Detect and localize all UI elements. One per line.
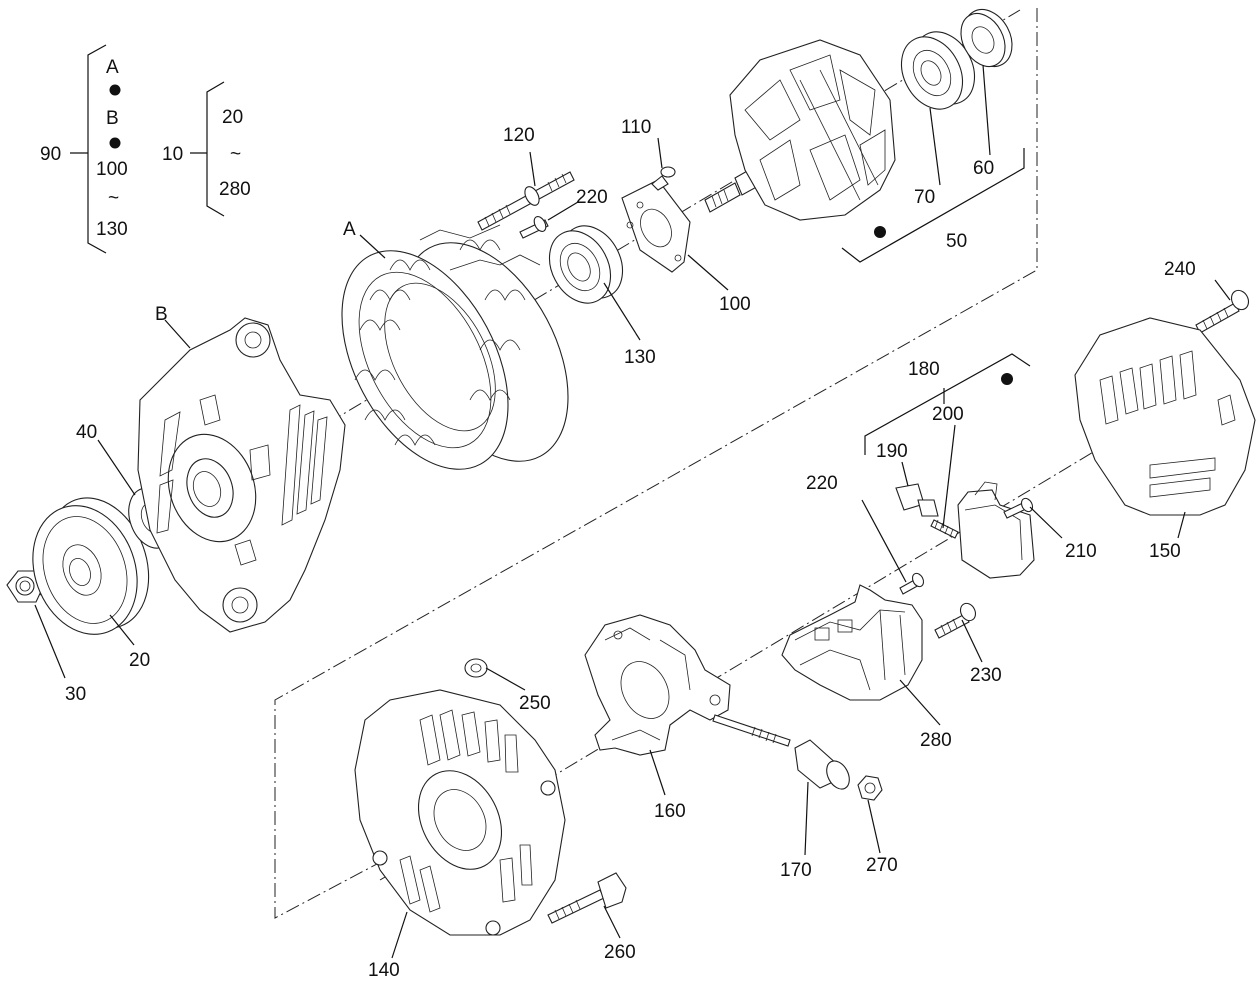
group-50-bracket: [841, 148, 1025, 263]
label-280: 280: [920, 730, 952, 751]
part-160-rectifier: [584, 614, 731, 756]
label-130: 130: [624, 347, 656, 368]
label-30: 30: [65, 684, 86, 705]
part-270-nut: [857, 775, 883, 801]
legend-item-a: A: [106, 57, 119, 78]
legend-code-10: 10: [162, 144, 183, 165]
part-150-rear-cover: [1074, 317, 1256, 516]
label-b: B: [155, 304, 168, 325]
legend-group-90: 90 A B 100 ~ 130: [40, 44, 128, 254]
label-190: 190: [876, 441, 908, 462]
label-210: 210: [1065, 541, 1097, 562]
part-220-screw-lower: [899, 572, 925, 595]
label-230: 230: [970, 665, 1002, 686]
label-100: 100: [719, 294, 751, 315]
part-70-bearing: [900, 31, 976, 110]
label-50: 50: [946, 231, 967, 252]
part-130-bearing: [548, 225, 624, 304]
part-170-terminal: [712, 714, 850, 790]
part-220-screw-upper: [519, 216, 549, 239]
assembly-outline: [274, 8, 1038, 919]
label-240: 240: [1164, 259, 1196, 280]
label-260: 260: [604, 942, 636, 963]
leader-lines: [34, 64, 1231, 959]
label-200: 200: [932, 404, 964, 425]
label-170: 170: [780, 860, 812, 881]
label-20: 20: [129, 650, 150, 671]
label-a: A: [343, 219, 356, 240]
part-b-drive-end-frame: [137, 317, 346, 633]
legend-from-20: 20: [222, 107, 243, 128]
legend-range-sign: ~: [108, 188, 119, 209]
label-140: 140: [368, 960, 400, 981]
part-50-rotor: [704, 39, 896, 221]
group-180-bracket: [864, 353, 1031, 455]
part-240-bolt: [1195, 289, 1250, 334]
bullet-dot: [109, 137, 121, 149]
legend-range-sign: ~: [230, 144, 241, 165]
legend-to-280: 280: [219, 179, 251, 200]
label-110: 110: [621, 117, 651, 138]
part-180-brush-holder: [895, 481, 1035, 579]
part-110-screw: [651, 166, 676, 191]
part-100-plate: [621, 179, 691, 273]
label-220-lower: 220: [806, 473, 838, 494]
label-160: 160: [654, 801, 686, 822]
part-20-pulley: [32, 497, 150, 635]
label-40: 40: [76, 422, 97, 443]
legend-item-100: 100: [96, 159, 128, 180]
part-60-cap: [960, 9, 1013, 67]
label-250: 250: [519, 693, 551, 714]
label-270: 270: [866, 855, 898, 876]
part-230-bolt: [934, 602, 977, 639]
label-60: 60: [973, 158, 994, 179]
bullet-dot: [109, 84, 121, 96]
legend-group-10: 10 20 ~ 280: [162, 81, 251, 217]
legend-item-130: 130: [96, 219, 128, 240]
legend-item-b: B: [106, 108, 119, 129]
part-210-screw: [1003, 497, 1034, 519]
part-280-regulator: [781, 584, 923, 701]
part-labels: 30 20 40 B A 120 220 110 130 100 70 60 5…: [65, 117, 1196, 981]
part-120-stud: [477, 171, 575, 231]
legend-code-90: 90: [40, 144, 61, 165]
label-70: 70: [914, 187, 935, 208]
part-a-stator: [341, 224, 569, 470]
label-180: 180: [908, 359, 940, 380]
bullet-dot: [874, 226, 886, 238]
label-120: 120: [503, 125, 535, 146]
label-220-upper: 220: [576, 187, 608, 208]
part-260-bolt: [547, 872, 627, 924]
part-140-rear-frame: [354, 689, 566, 936]
part-250-collar: [464, 658, 488, 678]
bullet-dot: [1001, 373, 1013, 385]
label-150: 150: [1149, 541, 1181, 562]
